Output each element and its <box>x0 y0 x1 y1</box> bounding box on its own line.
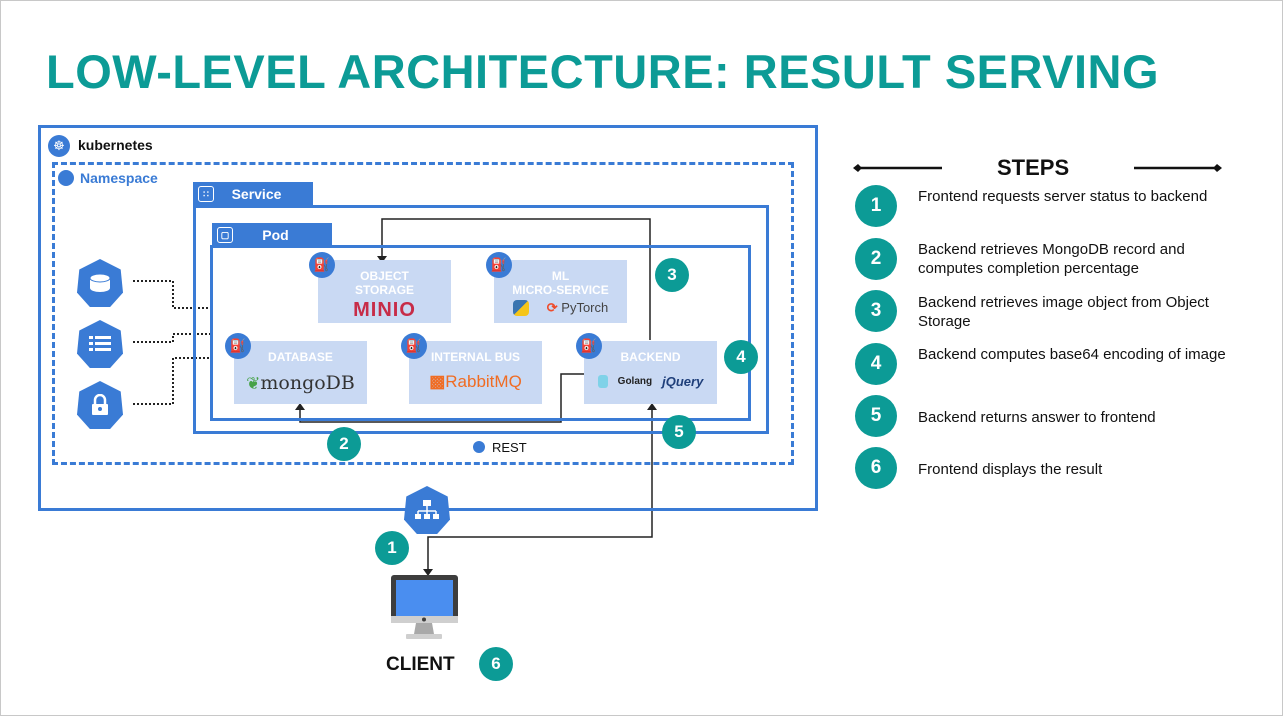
namespace-label: Namespace <box>80 170 158 186</box>
diagram-step-3: 3 <box>655 258 689 292</box>
pytorch-logo: ⟳ PyTorch <box>547 300 609 316</box>
client-monitor-icon <box>391 575 458 639</box>
steps-line-right-tip <box>1213 164 1222 172</box>
backend-component: BACKEND Golang jQuery <box>584 341 717 404</box>
ml-title-1: ML <box>551 269 570 283</box>
service-box <box>193 205 769 434</box>
gopher-icon <box>597 375 608 388</box>
jquery-label: jQuery <box>662 374 704 389</box>
diagram-step-4: 4 <box>724 340 758 374</box>
pod-cube-icon: ▢ <box>217 227 233 243</box>
diagram-step-6: 6 <box>479 647 513 681</box>
dotted-connector-volume <box>133 280 212 309</box>
step-text-5: Backend returns answer to frontend <box>918 409 1156 426</box>
internal-bus-title: INTERNAL BUS <box>430 350 521 364</box>
step-text-4: Backend computes base64 encoding of imag… <box>918 346 1226 363</box>
pytorch-label: PyTorch <box>561 300 609 315</box>
namespace-icon <box>58 170 74 186</box>
mongodb-leaf-icon: ❦ <box>246 374 261 393</box>
backend-title: BACKEND <box>620 350 681 364</box>
client-label: CLIENT <box>386 654 455 675</box>
arrow-backend-to-storage <box>381 218 651 340</box>
service-tab: ∷ Service <box>193 182 313 206</box>
kubernetes-helm-icon: ☸ <box>48 135 70 157</box>
rest-label: REST <box>492 440 527 455</box>
namespace-box <box>52 162 794 465</box>
arrowhead-database <box>295 403 305 410</box>
minio-logo: MINIO <box>353 299 416 321</box>
docker-whale-icon: ⛽ <box>576 333 602 359</box>
steps-line-left-tip <box>853 164 862 172</box>
step-number-1: 1 <box>855 185 897 227</box>
database-component: DATABASE ❦mongoDB <box>234 341 367 404</box>
arrow-backend-to-database <box>299 373 584 423</box>
dotted-connector-secret <box>133 357 212 405</box>
step-number-3: 3 <box>855 290 897 332</box>
step-text-6: Frontend displays the result <box>918 461 1103 478</box>
docker-whale-icon: ⛽ <box>401 333 427 359</box>
docker-whale-icon: ⛽ <box>225 333 251 359</box>
rabbitmq-mark-icon: ▩ <box>429 372 446 391</box>
ingress-icon <box>404 486 450 534</box>
step-number-5: 5 <box>855 395 897 437</box>
backend-logos: Golang jQuery <box>584 374 717 389</box>
arrowhead-client <box>423 569 433 576</box>
ml-title-2: MICRO-SERVICE <box>512 283 609 297</box>
rabbitmq-label: RabbitMQ <box>445 372 522 391</box>
step-number-6: 6 <box>855 447 897 489</box>
python-icon <box>512 300 529 316</box>
pytorch-flame-icon: ⟳ <box>546 300 558 315</box>
ml-logos: ⟳ PyTorch <box>494 300 627 316</box>
diagram-step-5: 5 <box>662 415 696 449</box>
database-title: DATABASE <box>268 350 333 364</box>
object-storage-title-1: OBJECT <box>360 269 409 283</box>
configmap-list-icon <box>77 320 123 368</box>
step-text-2: Backend retrieves MongoDB record and com… <box>918 241 1185 277</box>
docker-whale-icon: ⛽ <box>486 252 512 278</box>
kubernetes-label: kubernetes <box>78 137 153 153</box>
step-number-2: 2 <box>855 238 897 280</box>
volume-storage-icon <box>77 259 123 307</box>
ml-service-component: ML MICRO-SERVICE ⟳ PyTorch <box>494 260 627 323</box>
golang-label: Golang <box>617 376 653 387</box>
arrow-client-to-backend <box>427 408 653 572</box>
rest-endpoint-dot <box>473 441 485 453</box>
object-storage-title-2: STORAGE <box>354 283 415 297</box>
object-storage-component: OBJECT STORAGE MINIO <box>318 260 451 323</box>
dotted-connector-configmap <box>133 333 212 343</box>
diagram-step-2: 2 <box>327 427 361 461</box>
step-text-3: Backend retrieves image object from Obje… <box>918 294 1209 330</box>
step-number-4: 4 <box>855 343 897 385</box>
arrowhead-backend <box>647 403 657 410</box>
diagram-step-1: 1 <box>375 531 409 565</box>
secret-lock-icon <box>77 381 123 429</box>
mongodb-logo: ❦mongoDB <box>234 372 367 394</box>
page-title: LOW-LEVEL ARCHITECTURE: RESULT SERVING <box>46 45 1160 98</box>
internal-bus-component: INTERNAL BUS ▩RabbitMQ <box>409 341 542 404</box>
step-text-1: Frontend requests server status to backe… <box>918 188 1208 205</box>
docker-whale-icon: ⛽ <box>309 252 335 278</box>
mongodb-label: mongoDB <box>260 372 355 394</box>
rabbitmq-logo: ▩RabbitMQ <box>409 372 542 392</box>
arrowhead-storage <box>377 256 387 263</box>
pod-label: Pod <box>262 227 289 243</box>
pod-tab: ▢ Pod <box>212 223 332 247</box>
steps-heading: STEPS <box>997 155 1070 180</box>
service-label: Service <box>231 186 282 202</box>
pod-box <box>210 245 751 421</box>
service-network-icon: ∷ <box>198 186 214 202</box>
